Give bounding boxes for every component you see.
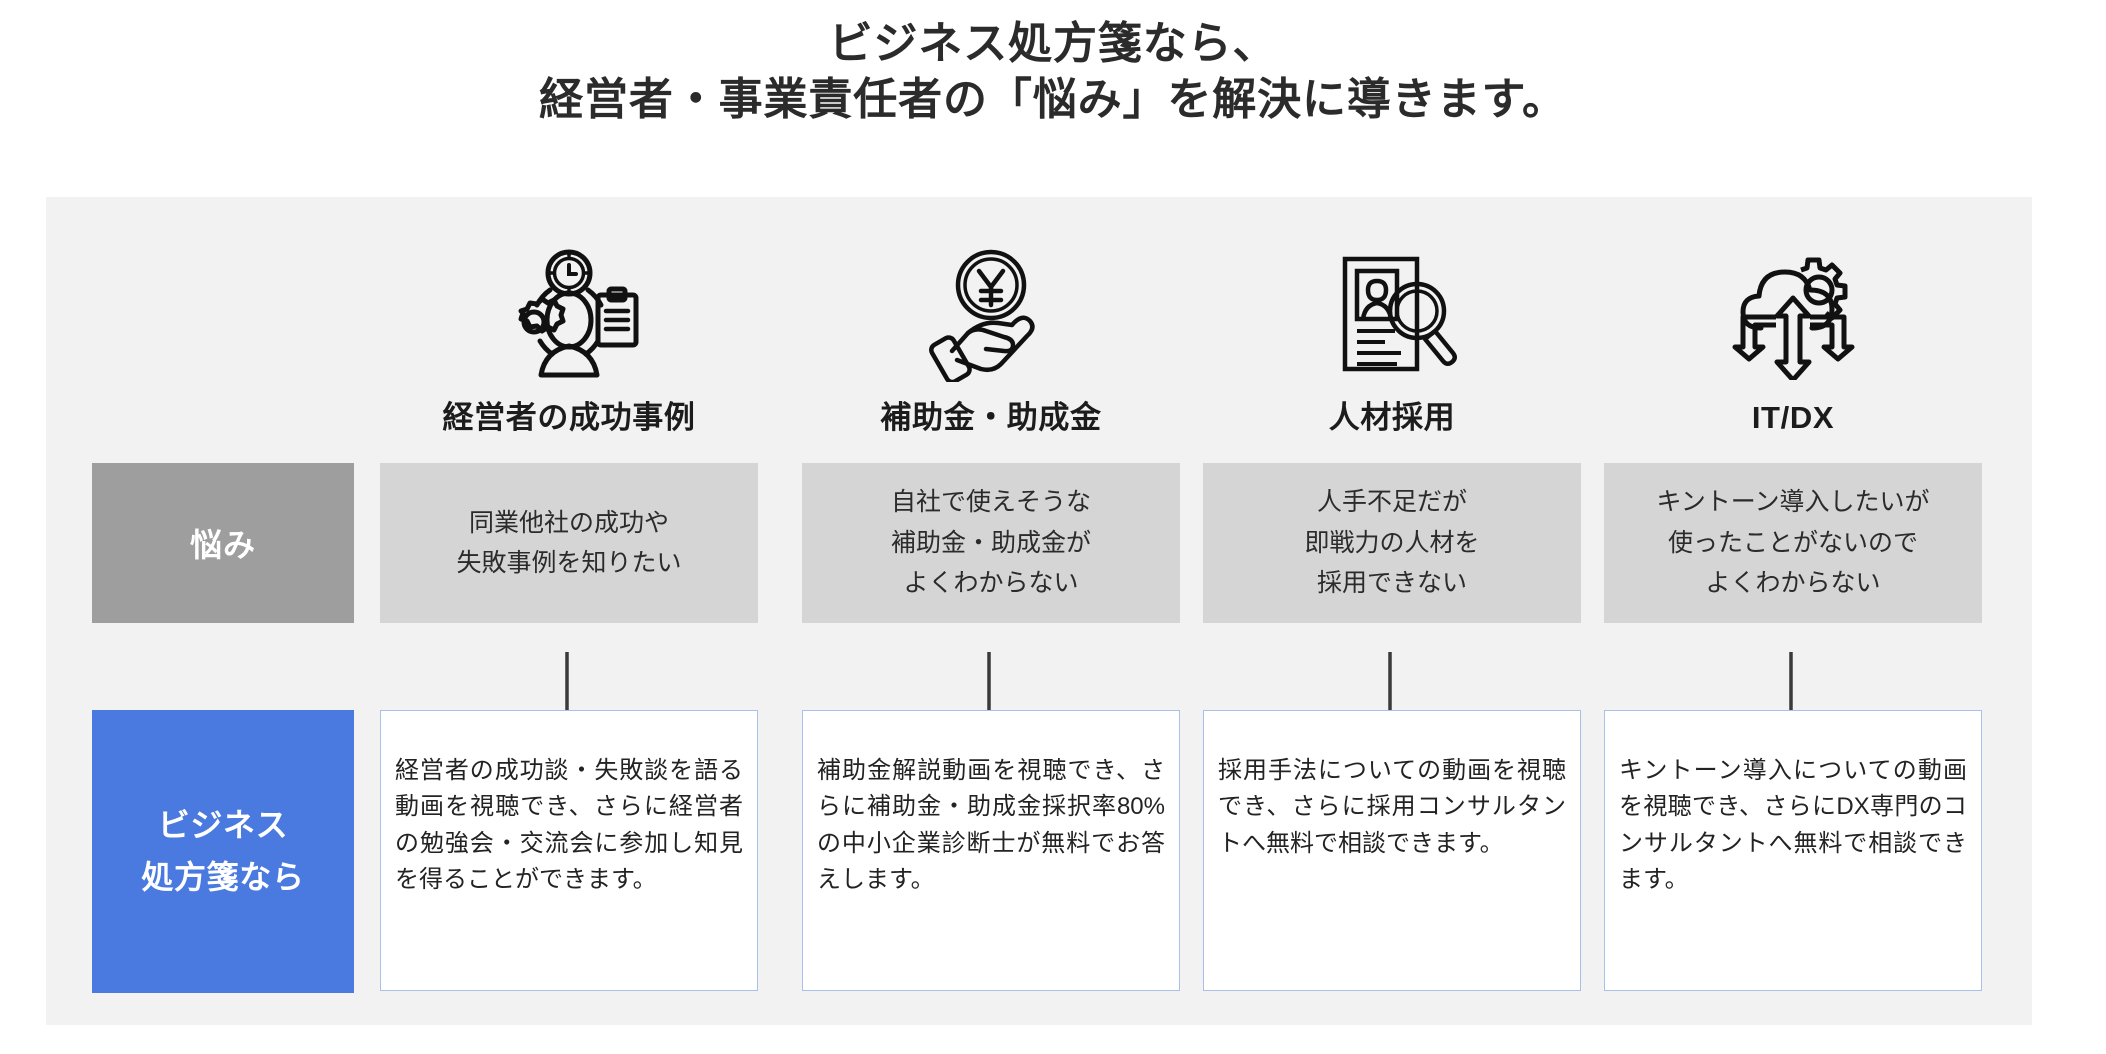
answer-text: 経営者の成功談・失敗談を語る動画を視聴でき、さらに経営者の勉強会・交流会に参加し… bbox=[395, 757, 743, 894]
answer-cell-3: 採用手法についての動画を視聴でき、さらに採用コンサルタントへ無料で相談できます。 bbox=[1203, 710, 1581, 1000]
page-title: ビジネス処方箋なら、 経営者・事業責任者の「悩み」を解決に導きます。 bbox=[0, 16, 2106, 128]
column-header-3: 人材採用 bbox=[1203, 197, 1581, 447]
nayami-text: 同業他社の成功や 失敗事例を知りたい bbox=[456, 508, 682, 578]
hand-yen-coin-icon bbox=[924, 227, 1059, 402]
row-label-nayami: 悩み bbox=[92, 463, 354, 623]
answer-text: 採用手法についての動画を視聴でき、さらに採用コンサルタントへ無料で相談できます。 bbox=[1218, 757, 1566, 857]
nayami-text: 自社で使えそうな 補助金・助成金が よくわからない bbox=[890, 488, 1091, 598]
title-line-2: 経営者・事業責任者の「悩み」を解決に導きます。 bbox=[539, 74, 1567, 124]
answer-text: 補助金解説動画を視聴でき、さらに補助金・助成金採択率80%の中小企業診断士が無料… bbox=[817, 757, 1165, 894]
nayami-cell-2: 自社で使えそうな 補助金・助成金が よくわからない bbox=[802, 463, 1180, 623]
answer-cell-2: 補助金解説動画を視聴でき、さらに補助金・助成金採択率80%の中小企業診断士が無料… bbox=[802, 710, 1180, 1000]
nayami-cell-3: 人手不足だが 即戦力の人材を 採用できない bbox=[1203, 463, 1581, 623]
nayami-cell-4: キントーン導入したいが 使ったことがないので よくわからない bbox=[1604, 463, 1982, 623]
cloud-gear-arrows-icon bbox=[1723, 227, 1863, 402]
column-header-1: 経営者の成功事例 bbox=[380, 197, 758, 447]
row-label-answer: ビジネス 処方箋なら bbox=[92, 710, 354, 1000]
comparison-grid: 経営者の成功事例 補助金・助成金 bbox=[46, 197, 2032, 1025]
column-heading-label: 経営者の成功事例 bbox=[442, 400, 696, 435]
answer-cell-4: キントーン導入についての動画を視聴でき、さらにDX専門のコンサルタントへ無料で相… bbox=[1604, 710, 1982, 1000]
answer-cell-1: 経営者の成功談・失敗談を語る動画を視聴でき、さらに経営者の勉強会・交流会に参加し… bbox=[380, 710, 758, 1000]
manager-gear-clock-clipboard-icon bbox=[494, 227, 644, 402]
column-header-2: 補助金・助成金 bbox=[802, 197, 1180, 447]
title-line-1: ビジネス処方箋なら、 bbox=[828, 19, 1278, 68]
column-heading-label: IT/DX bbox=[1751, 400, 1835, 435]
nayami-text: 人手不足だが 即戦力の人材を 採用できない bbox=[1304, 488, 1480, 598]
nayami-cell-1: 同業他社の成功や 失敗事例を知りたい bbox=[380, 463, 758, 623]
column-heading-label: 人材採用 bbox=[1328, 400, 1456, 435]
row-label-answer-text: ビジネス 処方箋なら bbox=[92, 710, 354, 993]
column-heading-label: 補助金・助成金 bbox=[880, 400, 1102, 435]
answer-text: キントーン導入についての動画を視聴でき、さらにDX専門のコンサルタントへ無料で相… bbox=[1619, 757, 1967, 894]
resume-magnifier-icon bbox=[1325, 227, 1460, 402]
comparison-panel: 経営者の成功事例 補助金・助成金 bbox=[46, 197, 2032, 1025]
column-header-4: IT/DX bbox=[1604, 197, 1982, 447]
row-label-nayami-text: 悩み bbox=[92, 463, 354, 623]
nayami-text: キントーン導入したいが 使ったことがないので よくわからない bbox=[1656, 488, 1930, 598]
